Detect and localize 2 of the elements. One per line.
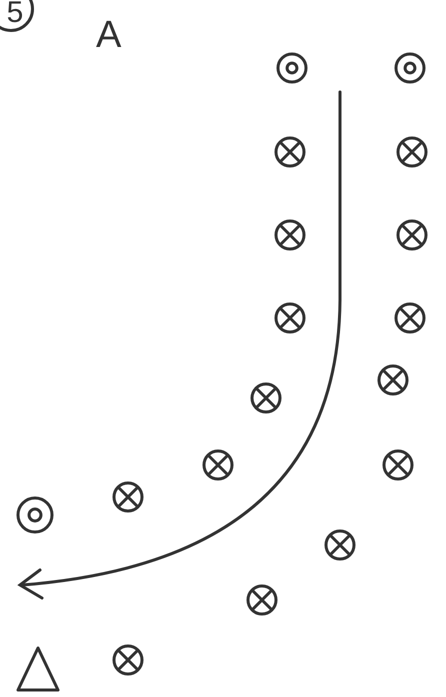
point-label: A <box>96 16 122 54</box>
step-number: 5 <box>6 0 24 28</box>
